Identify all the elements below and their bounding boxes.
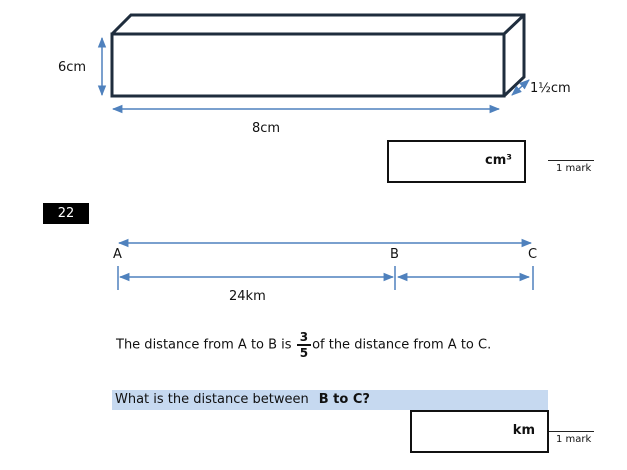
fraction-numerator: 3 [296, 331, 312, 346]
cuboid-shape [110, 13, 526, 98]
distance-answer-box[interactable]: km [410, 410, 549, 453]
statement-after: of the distance from A to C. [312, 337, 492, 353]
problem-statement: The distance from A to B is 3 5 of the d… [116, 331, 491, 359]
distance-unit: km [512, 423, 535, 438]
mark-line [549, 431, 594, 432]
prompt-plain: What is the distance between [115, 392, 309, 407]
fraction-denominator: 5 [299, 346, 309, 360]
question-number: 22 [43, 203, 89, 224]
mark-label: 1 mark [556, 163, 592, 174]
point-c-label: C [528, 247, 538, 262]
prompt-bold: B to C? [318, 392, 370, 407]
ab-distance-label: 24km [229, 289, 266, 304]
length-label: 8cm [252, 121, 281, 136]
mark-label: 1 mark [556, 434, 592, 445]
mark-line [548, 160, 594, 161]
question-prompt: What is the distance between B to C? [112, 390, 548, 410]
point-b-label: B [390, 247, 399, 262]
depth-label: 1½cm [530, 81, 571, 96]
volume-unit: cm³ [485, 153, 512, 168]
height-label: 6cm [58, 60, 87, 75]
fraction: 3 5 [296, 331, 312, 360]
statement-before: The distance from A to B is [116, 337, 292, 353]
depth-arrow [511, 79, 530, 96]
point-a-label: A [113, 247, 122, 262]
volume-answer-box[interactable]: cm³ [387, 140, 526, 183]
